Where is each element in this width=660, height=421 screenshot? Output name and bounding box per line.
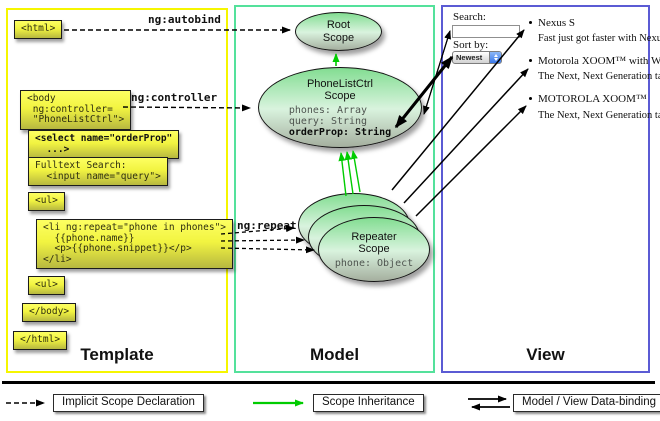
repeater-scope-title: Repeater Scope [351, 230, 397, 256]
phone-item-desc: The Next, Next Generation tablet. [538, 71, 660, 82]
select-stepper-icon [489, 52, 501, 63]
bullet-icon [529, 59, 532, 62]
phone-item-title: Nexus S [538, 17, 575, 29]
bullet-icon [529, 21, 532, 24]
code-ul-open: <ul> [28, 192, 65, 211]
legend-implicit-scope: Implicit Scope Declaration [53, 394, 204, 412]
code-body-close: </body> [22, 303, 77, 322]
root-scope-title: Root Scope [322, 19, 355, 44]
sortby-label: Sort by: [453, 39, 489, 51]
phone-item-title: Motorola XOOM™ with Wi-Fi [538, 55, 660, 67]
phone-item-desc: Fast just got faster with Nexus S. [538, 33, 660, 44]
legend-model-view-binding: Model / View Data-binding [513, 394, 660, 412]
label-ng-repeat: ng:repeat [237, 219, 297, 232]
sort-select-value: Newest [456, 53, 483, 62]
code-html-close: </html> [13, 331, 68, 350]
sort-select[interactable]: Newest [452, 51, 502, 64]
model-section-label: Model [309, 345, 360, 364]
repeater-scope-ellipse-front: Repeater Scope phone: Object [318, 217, 430, 282]
code-body-open: <body ng:controller= "PhoneListCtrl"> [20, 90, 132, 130]
search-label: Search: [453, 11, 486, 23]
phonelistctrl-scope-title: PhoneListCtrl Scope [306, 77, 374, 103]
bullet-icon [529, 97, 532, 100]
phonelistctrl-scope-props: phones: Array query: String [288, 104, 368, 127]
code-ul-close: <ul> [28, 276, 65, 295]
search-input[interactable] [452, 25, 520, 38]
legend-scope-inheritance: Scope Inheritance [313, 394, 424, 412]
label-ng-controller: ng:controller [131, 91, 218, 104]
phone-item-desc: The Next, Next Generation tablet. [538, 110, 660, 121]
code-html-open: <html> [14, 20, 63, 39]
phonelistctrl-scope-props-block: phones: Array query: String orderProp: S… [289, 105, 391, 138]
phonelistctrl-scope-orderprop: orderProp: String [288, 126, 392, 138]
template-section-label: Template [80, 345, 154, 364]
legend-separator [2, 381, 655, 384]
code-fulltext: Fulltext Search: <input name="query"> [28, 157, 168, 186]
model-section: Model [234, 5, 435, 373]
code-li-repeat: <li ng:repeat="phone in phones"> {{phone… [36, 219, 234, 269]
phone-item-title: MOTOROLA XOOM™ [538, 93, 647, 105]
phonelistctrl-scope-ellipse: PhoneListCtrl Scope phones: Array query:… [258, 67, 422, 148]
repeater-scope-prop: phone: Object [334, 257, 414, 269]
label-ng-autobind: ng:autobind [148, 13, 221, 26]
code-select-tag: <select name="orderProp" ...> [28, 130, 180, 159]
root-scope-ellipse: Root Scope [295, 12, 382, 51]
view-section-label: View [526, 345, 565, 364]
